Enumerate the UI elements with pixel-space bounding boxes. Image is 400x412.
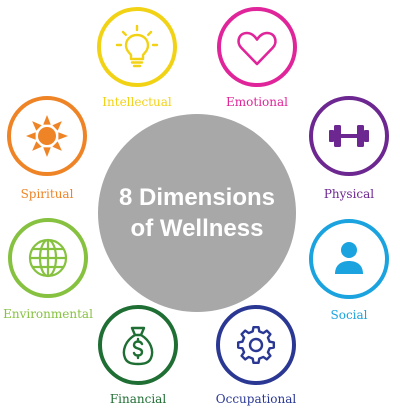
title-line-1: 8 Dimensions — [118, 184, 276, 211]
intellectual-ring — [97, 7, 177, 87]
person-icon — [335, 242, 363, 274]
sun-icon — [26, 115, 68, 157]
occupational-ring — [216, 305, 296, 385]
sun-ray — [52, 141, 62, 151]
sun-ray — [43, 115, 51, 125]
sun-ray — [43, 147, 51, 157]
dimension-label: Environmental — [3, 307, 93, 321]
sun-ray — [32, 121, 42, 131]
social-ring — [309, 219, 389, 299]
dimension-label: Emotional — [226, 95, 288, 109]
dimension-label: Occupational — [215, 392, 297, 406]
environmental-ring — [8, 218, 88, 298]
dimension-label: Social — [330, 308, 368, 322]
dimension-label: Intellectual — [102, 95, 172, 109]
center-circle: 8 Dimensions of Wellness — [98, 114, 296, 312]
heart-icon — [237, 31, 277, 66]
dumbbell-icon — [329, 125, 369, 147]
money-bag-icon — [122, 326, 154, 366]
title-line-2: of Wellness — [130, 215, 264, 242]
sun-ray — [52, 121, 62, 131]
sun-ray — [26, 132, 36, 140]
globe-icon — [28, 238, 68, 278]
spiritual-ring — [7, 96, 87, 176]
dimension-label: Spiritual — [20, 187, 74, 201]
dimension-label: Physical — [323, 187, 375, 201]
dimension-label: Financial — [109, 392, 167, 406]
emotional-ring — [217, 7, 297, 87]
sun-ray — [58, 132, 68, 140]
financial-ring — [98, 305, 178, 385]
physical-ring — [309, 96, 389, 176]
sun-ray — [32, 141, 42, 151]
lightbulb-icon — [115, 24, 159, 68]
gear-icon — [236, 325, 276, 365]
